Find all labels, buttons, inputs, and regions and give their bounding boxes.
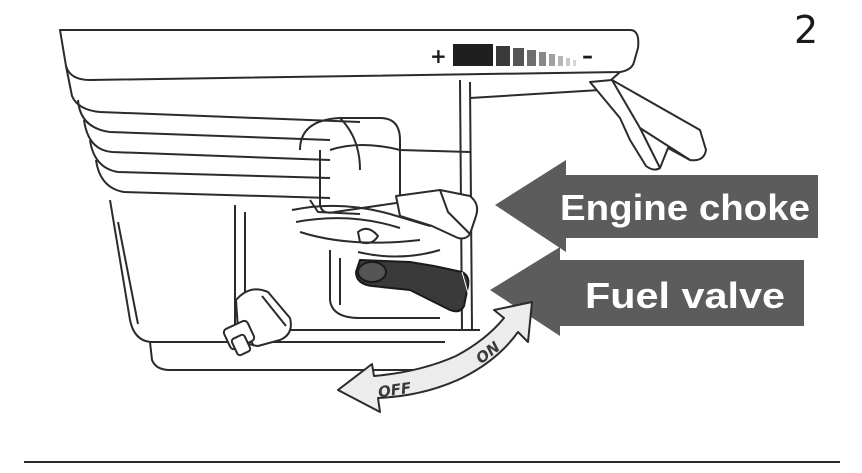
choke-scale-bar-4 [527,50,536,66]
choke-scale-bar-5 [539,52,546,66]
step-number: 2 [794,8,819,52]
off-label: OFF [377,379,413,402]
fuel-valve-label: Fuel valve [585,275,785,316]
choke-scale-bar-9 [573,60,576,66]
engine-body [59,29,640,371]
off-on-curved-arrow [337,301,533,413]
engine-choke-label: Engine choke [560,187,810,228]
choke-scale: + – [430,44,593,69]
rear-handle [589,79,707,171]
choke-scale-bar-7 [558,56,563,66]
choke-scale-bar-3 [513,48,524,66]
choke-minus-label: – [582,44,593,69]
engine-choke-callout: Engine choke [495,160,818,252]
choke-scale-bar-8 [566,58,570,66]
choke-plus-label: + [430,44,447,68]
fuel-valve-lever [355,259,471,313]
valve-pivot [357,261,387,283]
engine-choke-arrow [495,160,818,252]
choke-scale-bar-6 [549,54,555,66]
engine-choke-lever [395,189,479,240]
choke-scale-bar-1 [453,44,493,66]
fuel-valve-arrow [490,247,804,336]
fuel-valve-callout: Fuel valve [490,247,804,336]
choke-scale-bar-2 [496,46,510,66]
